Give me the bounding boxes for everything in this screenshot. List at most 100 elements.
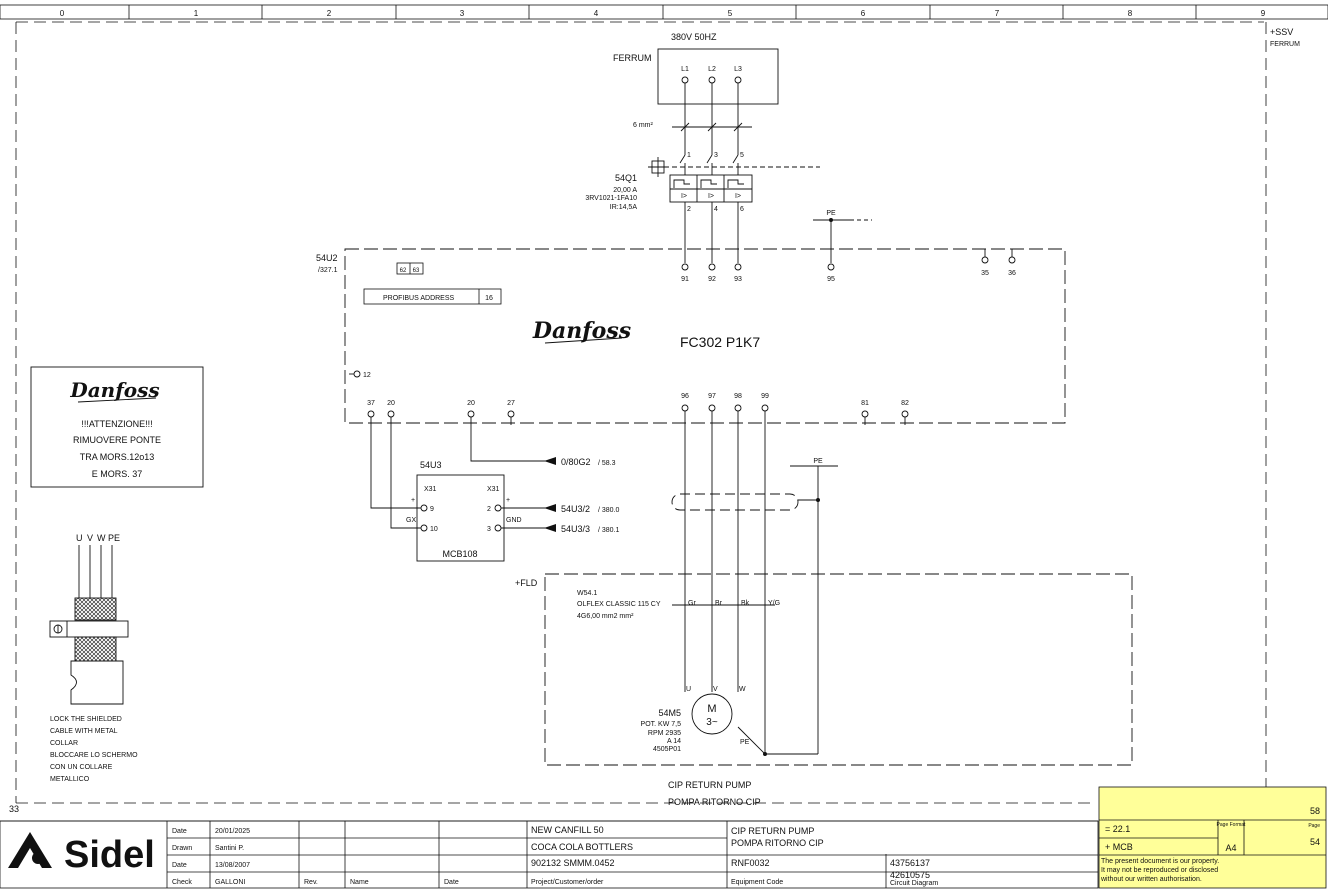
module-terminal	[494, 524, 502, 532]
project-line: 902132 SMMM.0452	[531, 858, 615, 868]
module-terminal	[494, 504, 502, 512]
function-code: = 22.1	[1105, 824, 1130, 834]
project-line: NEW CANFILL 50	[531, 825, 604, 835]
drive-terminal-label: 93	[734, 276, 742, 283]
profibus-label: PROFIBUS ADDRESS	[383, 295, 455, 302]
pe-junction	[763, 752, 767, 756]
wire-color: Gr	[688, 600, 696, 607]
drive-terminal	[387, 410, 395, 418]
phase-label: L1	[681, 66, 689, 73]
disclaimer-line: The present document is our property.	[1101, 858, 1219, 865]
drive-terminal-label: 37	[367, 400, 375, 407]
column-label: 9	[1261, 9, 1266, 18]
drive-terminal	[1008, 256, 1016, 264]
module-terminal	[420, 524, 428, 532]
motor-tag: 54M5	[658, 708, 681, 718]
column-label: 5	[728, 9, 733, 18]
motor-power: POT. KW 7,5	[641, 721, 682, 728]
danfoss-logo: Danfoss	[532, 318, 631, 344]
warning-line: TRA MORS.12o13	[80, 452, 155, 462]
sidel-logo	[8, 832, 52, 868]
cable-gland-drawing	[49, 545, 129, 705]
drive-terminal	[467, 410, 475, 418]
format-caption: Page Format	[1217, 822, 1247, 828]
title-block	[0, 820, 1099, 889]
field-location: +FLD	[515, 578, 538, 588]
drive-terminal	[681, 404, 689, 412]
column-label: 0	[60, 9, 65, 18]
column-label: 3	[460, 9, 465, 18]
location-code: + MCB	[1105, 842, 1133, 852]
signal-reference: / 380.1	[598, 527, 620, 534]
warning-danfoss-logo: Danfoss	[69, 378, 159, 402]
signal-reference: / 58.3	[598, 460, 616, 467]
module-polarity: +	[506, 497, 510, 504]
supply-wires	[672, 83, 752, 155]
phase-label: L3	[734, 66, 742, 73]
pe-label: PE	[740, 739, 750, 746]
description-line: POMPA RITORNO CIP	[731, 838, 824, 848]
gland-label: W	[97, 533, 106, 543]
module-terminal	[420, 504, 428, 512]
module-header: X31	[424, 486, 437, 493]
drive-terminal-label: 91	[681, 276, 689, 283]
supply-terminal	[681, 76, 689, 84]
drive-terminal	[901, 410, 909, 418]
pe-label: PE	[813, 458, 823, 465]
title-row-label: Check	[172, 879, 192, 886]
column-label: 6	[861, 9, 866, 18]
supply-voltage: 380V 50HZ	[671, 32, 717, 42]
warning-line: !!!ATTENZIONE!!!	[81, 419, 152, 429]
breaker-terminal: 4	[714, 206, 718, 213]
drive-model: FC302 P1K7	[680, 334, 760, 350]
drive-terminal-label: 36	[1008, 270, 1016, 277]
pe-junction	[829, 218, 833, 222]
gland-note: CON UN COLLARE	[50, 764, 113, 771]
control-wires	[370, 417, 548, 529]
title-row-label: Drawn	[172, 845, 192, 852]
module-pin: 2	[487, 506, 491, 513]
drive-terminal-label: 81	[861, 400, 869, 407]
drive-terminal	[981, 256, 989, 264]
cable-section: 6 mm²	[633, 122, 654, 129]
company-name: Sidel	[64, 834, 155, 876]
signal-arrows	[544, 457, 556, 532]
location-sublabel: FERRUM	[1270, 41, 1300, 48]
module-pin: 9	[430, 506, 434, 513]
title-row-value: Santini P.	[215, 845, 244, 852]
field-box	[544, 573, 1133, 766]
gland-label: U	[76, 533, 83, 543]
title-highlight	[1098, 786, 1327, 889]
drive-terminal	[708, 404, 716, 412]
gland-note: COLLAR	[50, 740, 78, 747]
drive-reference: /327.1	[318, 267, 338, 274]
gland-note: BLOCCARE LO SCHERMO	[50, 752, 138, 759]
project-caption: Project/Customer/order	[531, 879, 604, 886]
column-header	[0, 4, 1328, 20]
trip-symbol: I>	[735, 193, 741, 200]
module-gx-label: GX	[406, 517, 416, 524]
profibus-box	[363, 288, 502, 305]
pe-label: PE	[826, 210, 836, 217]
breaker-terminal: 6	[740, 206, 744, 213]
disclaimer-line: It may not be reproduced or disclosed	[1101, 867, 1218, 874]
module-pin: 3	[487, 526, 491, 533]
breaker-terminal: 2	[687, 206, 691, 213]
wire-color: Y/G	[768, 600, 780, 607]
title-row-label: Date	[172, 828, 187, 835]
wire-color: Bk	[741, 600, 750, 607]
title-row-label: Date	[172, 862, 187, 869]
drive-terminal-label: 98	[734, 393, 742, 400]
drive-terminal-label: 92	[708, 276, 716, 283]
page-number: 54	[1310, 837, 1320, 847]
title-row-value: 20/01/2025	[215, 828, 250, 835]
gland-note: LOCK THE SHIELDED	[50, 716, 122, 723]
column-label: 2	[327, 9, 332, 18]
module-header: X31	[487, 486, 500, 493]
cable-tag: W54.1	[577, 590, 597, 597]
profibus-value: 16	[485, 295, 493, 302]
drawing-number: 42610575	[890, 870, 930, 880]
module-pin: 10	[430, 526, 438, 533]
switch-terminal: 62	[400, 268, 407, 274]
